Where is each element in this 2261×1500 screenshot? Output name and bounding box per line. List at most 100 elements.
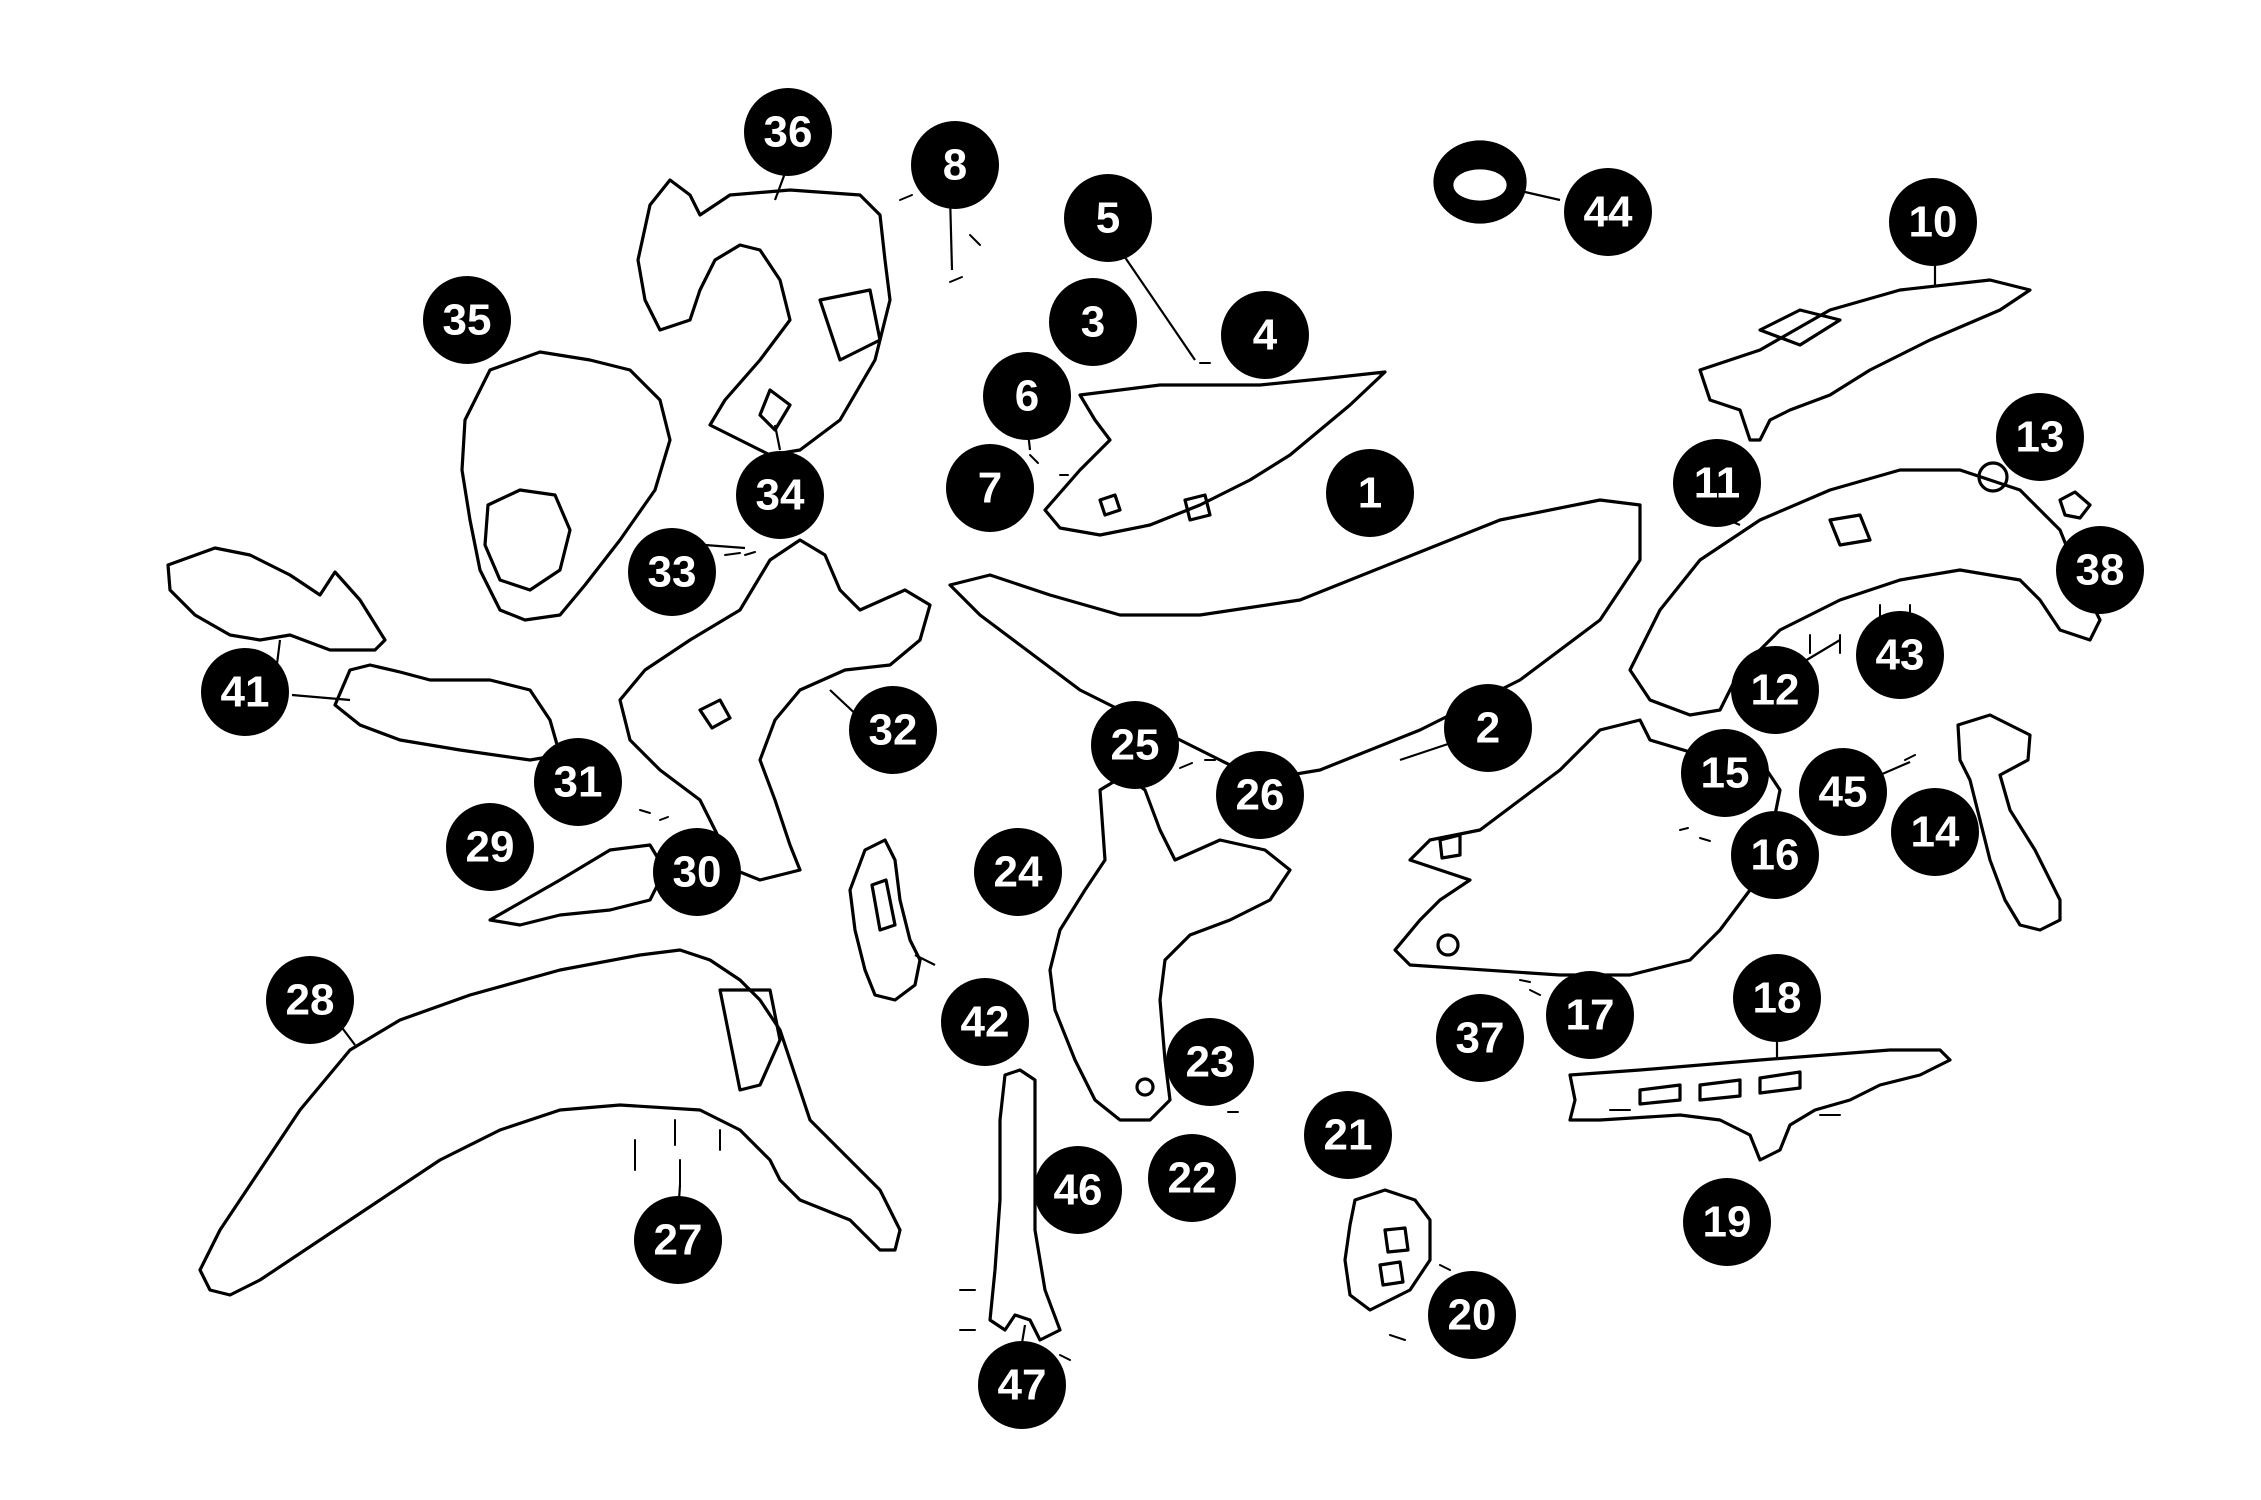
callout-41[interactable]: 41: [201, 648, 289, 736]
callout-46[interactable]: 46: [1034, 1146, 1122, 1234]
callout-6[interactable]: 6: [983, 352, 1071, 440]
callout-44[interactable]: 44: [1564, 168, 1652, 256]
svg-text:44: 44: [1584, 188, 1633, 237]
svg-text:4: 4: [1253, 311, 1278, 360]
svg-text:36: 36: [764, 108, 813, 157]
svg-text:23: 23: [1186, 1038, 1235, 1087]
callout-35[interactable]: 35: [423, 276, 511, 364]
svg-text:13: 13: [2016, 413, 2065, 462]
part-32-shroud: [618, 538, 932, 882]
callout-38[interactable]: 38: [2056, 526, 2144, 614]
svg-text:45: 45: [1819, 768, 1868, 817]
svg-text:5: 5: [1096, 194, 1120, 243]
svg-text:31: 31: [554, 758, 603, 807]
svg-text:12: 12: [1751, 666, 1800, 715]
part-18-chain-guard: [1568, 1048, 1952, 1162]
svg-text:11: 11: [1694, 459, 1741, 508]
callout-29[interactable]: 29: [446, 803, 534, 891]
part-10-rear-fender: [1698, 278, 2032, 442]
callout-13[interactable]: 13: [1996, 393, 2084, 481]
callout-36[interactable]: 36: [744, 88, 832, 176]
callout-25[interactable]: 25: [1091, 701, 1179, 789]
callout-24[interactable]: 24: [974, 828, 1062, 916]
svg-text:25: 25: [1111, 721, 1160, 770]
callout-15[interactable]: 15: [1681, 729, 1769, 817]
callout-1[interactable]: 1: [1326, 449, 1414, 537]
callout-12[interactable]: 12: [1731, 646, 1819, 734]
callout-19[interactable]: 19: [1683, 1178, 1771, 1266]
leader-44: [1524, 190, 1561, 202]
svg-text:8: 8: [943, 141, 967, 190]
svg-text:14: 14: [1911, 808, 1960, 857]
svg-text:21: 21: [1324, 1111, 1373, 1160]
svg-text:2: 2: [1476, 704, 1500, 753]
callout-33[interactable]: 33: [628, 528, 716, 616]
part-36-mask-mount: [636, 178, 892, 457]
svg-text:46: 46: [1054, 1166, 1103, 1215]
svg-text:1: 1: [1358, 469, 1382, 518]
part-31-scoop: [333, 663, 562, 762]
svg-text:22: 22: [1168, 1154, 1217, 1203]
svg-text:16: 16: [1751, 831, 1800, 880]
svg-text:41: 41: [221, 668, 270, 717]
callout-43[interactable]: 43: [1856, 611, 1944, 699]
callout-45[interactable]: 45: [1799, 748, 1887, 836]
callout-42[interactable]: 42: [941, 978, 1029, 1066]
svg-text:32: 32: [869, 706, 918, 755]
leader-41b: [291, 693, 351, 702]
callout-31[interactable]: 31: [534, 738, 622, 826]
callout-18[interactable]: 18: [1733, 954, 1821, 1042]
callout-17[interactable]: 17: [1546, 971, 1634, 1059]
svg-text:6: 6: [1015, 372, 1039, 421]
svg-text:15: 15: [1701, 749, 1750, 798]
svg-text:43: 43: [1876, 631, 1925, 680]
callout-5[interactable]: 5: [1064, 174, 1152, 262]
callout-26[interactable]: 26: [1216, 751, 1304, 839]
svg-text:3: 3: [1081, 298, 1105, 347]
callout-14[interactable]: 14: [1891, 788, 1979, 876]
callout-8[interactable]: 8: [911, 121, 999, 209]
svg-text:17: 17: [1566, 991, 1615, 1040]
svg-text:26: 26: [1236, 771, 1285, 820]
svg-text:38: 38: [2076, 546, 2125, 595]
svg-text:42: 42: [961, 998, 1010, 1047]
callout-7[interactable]: 7: [946, 444, 1034, 532]
svg-text:24: 24: [994, 848, 1043, 897]
leader-34: [773, 424, 782, 451]
svg-text:20: 20: [1448, 1291, 1497, 1340]
callout-3[interactable]: 3: [1049, 278, 1137, 366]
callout-22[interactable]: 22: [1148, 1134, 1236, 1222]
callout-21[interactable]: 21: [1304, 1091, 1392, 1179]
callout-11[interactable]: 11: [1673, 439, 1761, 527]
callout-27[interactable]: 27: [634, 1196, 722, 1284]
callout-37[interactable]: 37: [1436, 994, 1524, 1082]
callout-34[interactable]: 34: [736, 451, 824, 539]
leader-47: [1020, 1324, 1027, 1344]
svg-text:18: 18: [1753, 974, 1802, 1023]
callout-2[interactable]: 2: [1444, 684, 1532, 772]
svg-text:37: 37: [1456, 1014, 1505, 1063]
callout-32[interactable]: 32: [849, 686, 937, 774]
part-42-fork-guard: [848, 838, 922, 1002]
svg-text:34: 34: [756, 471, 805, 520]
svg-text:47: 47: [998, 1361, 1047, 1410]
part-24-radiator-shroud: [1048, 773, 1292, 1122]
leader-42: [914, 954, 936, 966]
svg-text:10: 10: [1909, 198, 1958, 247]
callout-23[interactable]: 23: [1166, 1018, 1254, 1106]
part-1-side-cover: [1043, 370, 1387, 537]
callout-47[interactable]: 47: [978, 1341, 1066, 1429]
callout-20[interactable]: 20: [1428, 1271, 1516, 1359]
callout-4[interactable]: 4: [1221, 291, 1309, 379]
callout-28[interactable]: 28: [266, 956, 354, 1044]
callout-16[interactable]: 16: [1731, 811, 1819, 899]
callout-10[interactable]: 10: [1889, 178, 1977, 266]
callouts: 36 8 5 3 4 6 7 1 44 10 35 34 33 41 31 32…: [201, 88, 2144, 1429]
svg-text:7: 7: [978, 464, 1002, 513]
leader-45: [1879, 760, 1911, 777]
part-2-seat: [948, 498, 1642, 782]
part-21-case-saver: [1343, 1188, 1432, 1312]
svg-text:33: 33: [648, 548, 697, 597]
callout-30[interactable]: 30: [653, 828, 741, 916]
